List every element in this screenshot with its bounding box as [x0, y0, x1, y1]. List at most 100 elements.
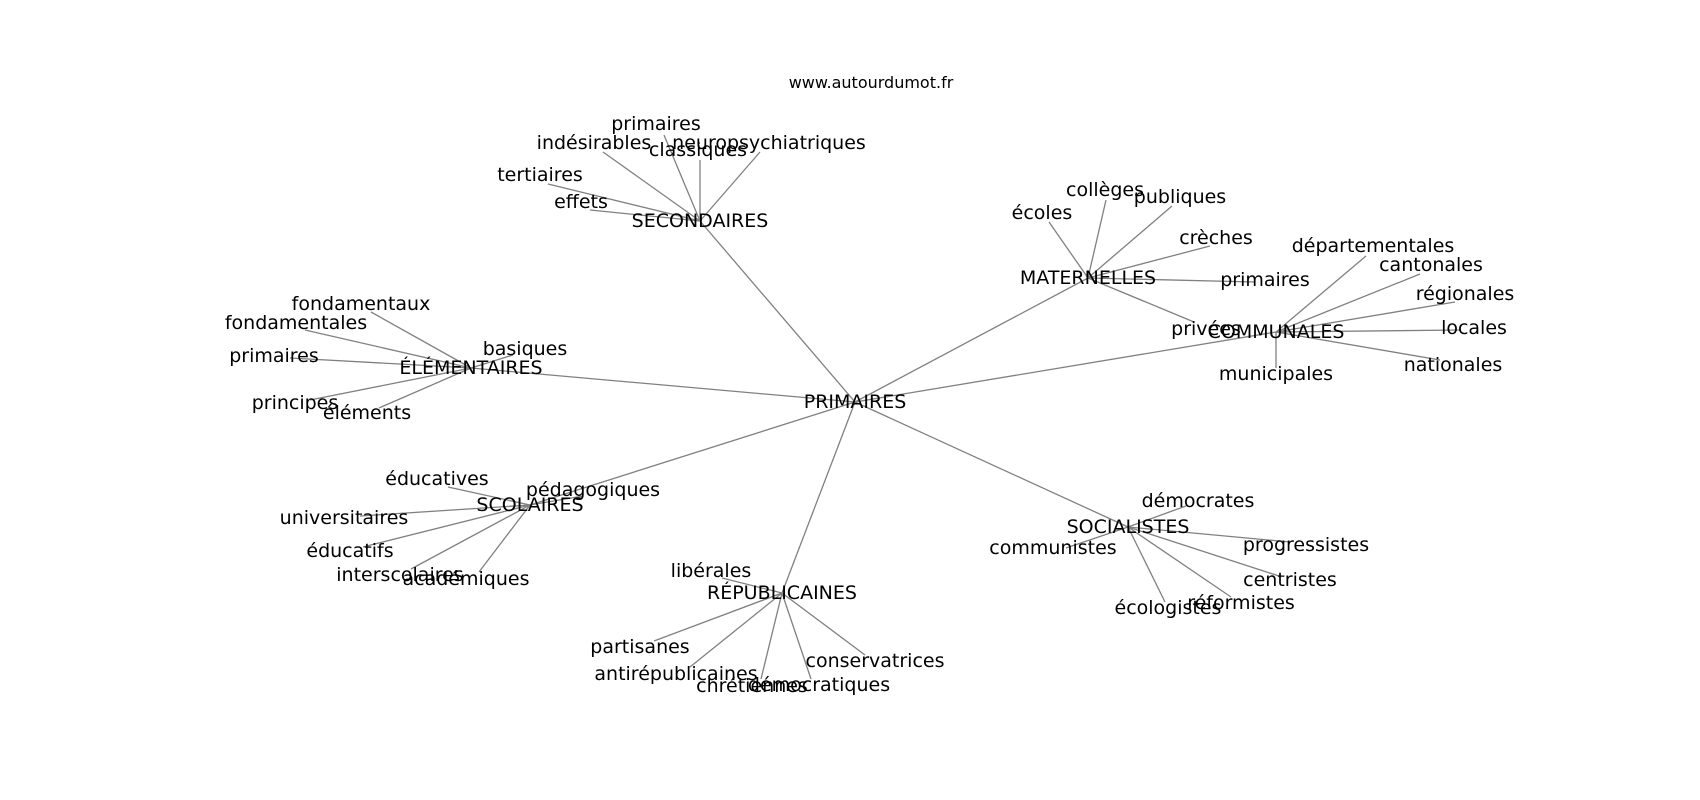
edge-hub-word: [1127, 526, 1166, 603]
word-node-label: éducatifs: [306, 540, 393, 562]
word-node-label: chrétiennes: [696, 675, 808, 697]
hub-node-label: COMMUNALES: [1208, 321, 1345, 343]
edge-root-hub: [781, 401, 856, 594]
hub-node-label: RÉPUBLICAINES: [707, 581, 857, 604]
edge-hub-word: [1127, 505, 1187, 528]
edge-hub-word: [1127, 526, 1280, 577]
edge-hub-word: [1275, 331, 1441, 361]
edge-hub-word: [1087, 245, 1211, 279]
source-label: www.autourdumot.fr: [789, 73, 954, 92]
edge-hub-word: [689, 592, 783, 668]
edge-hub-word: [1087, 199, 1107, 279]
word-node-label: crèches: [1179, 227, 1253, 249]
graph-labels: PRIMAIRESSECONDAIRESprimairesindésirable…: [225, 113, 1514, 697]
edge-hub-word: [663, 134, 701, 222]
edge-hub-word: [1127, 526, 1291, 543]
word-node-label: primaires: [229, 345, 319, 367]
word-node-label: partisanes: [590, 636, 689, 658]
word-node-label: publiques: [1134, 186, 1226, 208]
word-node-label: principes: [252, 392, 339, 414]
edge-hub-word: [362, 504, 531, 548]
word-node-label: cantonales: [1379, 254, 1483, 276]
edge-root-hub: [529, 401, 856, 506]
edge-hub-word: [781, 592, 866, 656]
word-node-label: indésirables: [537, 132, 652, 154]
edge-hub-word: [1065, 526, 1129, 549]
edge-hub-word: [529, 495, 584, 506]
word-node-label: primaires: [1220, 269, 1310, 291]
hub-node-label: SCOLAIRES: [476, 494, 583, 516]
word-node-label: centristes: [1243, 569, 1337, 591]
edge-hub-word: [289, 357, 472, 369]
word-node-label: fondamentaux: [292, 293, 431, 315]
edge-hub-word: [602, 151, 701, 222]
edge-hub-word: [1087, 277, 1256, 283]
word-node-label: neuropsychiatriques: [672, 132, 866, 154]
word-node-label: effets: [554, 191, 608, 213]
edge-hub-word: [547, 183, 701, 222]
edge-hub-word: [589, 209, 701, 222]
edge-hub-word: [781, 592, 812, 680]
edge-hub-word: [309, 367, 472, 401]
edge-hub-word: [653, 592, 783, 642]
edge-hub-word: [699, 151, 761, 222]
word-node-label: pédagogiques: [526, 479, 660, 501]
word-node-label: municipales: [1219, 363, 1333, 385]
edge-hub-word: [760, 592, 783, 680]
word-node-label: tertiaires: [497, 164, 583, 186]
edge-hub-word: [304, 329, 472, 369]
word-node-label: collèges: [1066, 179, 1144, 201]
edge-hub-word: [478, 504, 531, 573]
edge-hub-word: [447, 486, 531, 506]
word-node-label: progressistes: [1243, 534, 1369, 556]
word-node-label: écologistes: [1115, 597, 1222, 619]
edge-hub-word: [410, 504, 531, 570]
edge-hub-word: [1048, 221, 1089, 279]
word-node-label: basiques: [483, 338, 568, 360]
word-node-label: réformistes: [1187, 592, 1295, 614]
edge-hub-word: [359, 504, 531, 517]
word-node-label: privées: [1171, 318, 1241, 340]
edge-hub-word: [378, 367, 472, 409]
word-node-label: antirépublicaines: [594, 663, 757, 685]
word-node-label: régionales: [1416, 283, 1515, 305]
word-node-label: éducatives: [385, 468, 488, 490]
graph-edges: [289, 134, 1461, 680]
edge-root-hub: [470, 367, 856, 403]
edge-root-hub: [854, 401, 1129, 528]
edge-hub-word: [1275, 255, 1367, 333]
word-node-label: démocrates: [1142, 490, 1255, 512]
word-node-label: primaires: [611, 113, 701, 135]
word-node-label: fondamentales: [225, 312, 367, 334]
edge-hub-word: [1127, 526, 1232, 598]
edge-root-hub: [699, 220, 856, 403]
word-node-label: conservatrices: [806, 650, 945, 672]
edge-hub-word: [1087, 205, 1173, 279]
word-node-label: libérales: [671, 560, 752, 582]
edge-hub-word: [470, 354, 514, 369]
hub-node-label: ÉLÉMENTAIRES: [399, 356, 542, 379]
word-node-label: académiques: [403, 568, 530, 590]
word-node-label: universitaires: [280, 507, 409, 529]
word-node-label: classiques: [649, 139, 747, 161]
hub-node-label: MATERNELLES: [1020, 267, 1156, 289]
hub-node-label: SOCIALISTES: [1067, 516, 1190, 538]
root-node-label: PRIMAIRES: [804, 391, 907, 413]
edge-hub-word: [1087, 277, 1195, 323]
edge-root-hub: [854, 277, 1089, 403]
hub-node-label: SECONDAIRES: [632, 210, 769, 232]
edge-root-hub: [854, 331, 1277, 403]
word-node-label: communistes: [989, 537, 1116, 559]
word-node-label: éléments: [323, 402, 411, 424]
word-node-label: locales: [1441, 317, 1507, 339]
edge-hub-word: [1275, 329, 1461, 333]
word-node-label: interscolaires: [336, 564, 463, 586]
edge-hub-word: [1275, 273, 1421, 333]
word-node-label: nationales: [1404, 354, 1503, 376]
word-node-label: démocratiques: [748, 674, 890, 696]
edge-hub-word: [721, 577, 783, 594]
word-node-label: écoles: [1012, 202, 1073, 224]
edge-hub-word: [370, 311, 472, 369]
word-node-label: départementales: [1292, 235, 1455, 257]
